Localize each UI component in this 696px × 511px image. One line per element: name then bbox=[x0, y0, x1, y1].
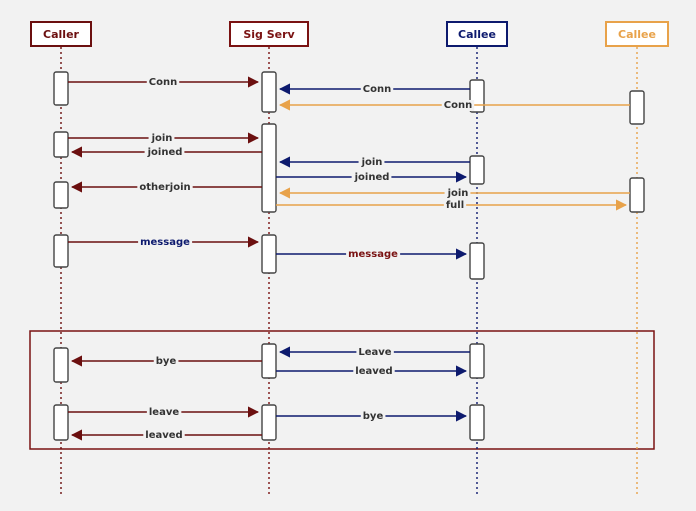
message-arrow: leaved bbox=[276, 365, 468, 377]
label-background bbox=[144, 147, 185, 158]
activation-sigserv bbox=[261, 404, 277, 441]
activation-caller bbox=[53, 71, 69, 106]
participant-box bbox=[30, 21, 92, 47]
label-background bbox=[441, 100, 475, 111]
label-background bbox=[346, 249, 401, 260]
message-arrow: joined bbox=[276, 171, 468, 183]
message-label: join bbox=[447, 188, 469, 199]
label-background bbox=[143, 430, 185, 441]
activation-callee2 bbox=[629, 177, 645, 213]
message-label: leaved bbox=[145, 430, 182, 441]
message-label: join bbox=[151, 133, 173, 144]
participant-label: Sig Serv bbox=[243, 28, 295, 41]
label-background bbox=[137, 182, 193, 193]
message-arrow: Conn bbox=[278, 99, 630, 111]
message-arrow: message bbox=[276, 248, 468, 260]
activation-bars bbox=[53, 71, 645, 441]
label-background bbox=[148, 133, 175, 144]
label-background bbox=[358, 157, 385, 168]
activation-sigserv bbox=[261, 123, 277, 213]
message-label: Conn bbox=[363, 84, 391, 95]
activation-caller bbox=[53, 404, 69, 441]
message-label: joined bbox=[147, 147, 183, 158]
participant-caller: Caller bbox=[30, 21, 92, 47]
participant-box bbox=[229, 21, 309, 47]
message-label: Leave bbox=[358, 347, 391, 358]
message-label: Conn bbox=[444, 100, 472, 111]
message-label: leave bbox=[149, 407, 179, 418]
message-arrow: bye bbox=[276, 410, 468, 422]
message-label: Conn bbox=[149, 77, 177, 88]
message-label: message bbox=[348, 249, 398, 260]
label-background bbox=[356, 347, 394, 358]
message-arrow: message bbox=[68, 236, 260, 248]
message-arrow: Conn bbox=[68, 76, 260, 88]
participant-box bbox=[446, 21, 508, 47]
participant-label: Callee bbox=[618, 28, 656, 41]
activation-caller bbox=[53, 347, 69, 383]
message-arrow: join bbox=[278, 156, 470, 168]
activation-caller bbox=[53, 181, 69, 209]
message-label: joined bbox=[354, 172, 390, 183]
activation-caller bbox=[53, 131, 69, 158]
label-background bbox=[146, 407, 182, 418]
message-arrow: full bbox=[276, 199, 628, 211]
messages: Conn Conn Conn join joined join joined o… bbox=[68, 76, 630, 441]
activation-sigserv bbox=[261, 343, 277, 379]
participant-callee: Callee bbox=[446, 21, 508, 47]
group-frame bbox=[29, 330, 655, 450]
message-arrow: Conn bbox=[278, 83, 470, 95]
message-arrow: join bbox=[68, 132, 260, 144]
activation-callee2 bbox=[629, 90, 645, 125]
label-background bbox=[360, 411, 386, 422]
message-label: leaved bbox=[355, 366, 392, 377]
label-background bbox=[351, 172, 392, 183]
message-label: bye bbox=[156, 356, 177, 367]
message-label: otherjoin bbox=[139, 182, 190, 193]
participant-callee2: Callee bbox=[605, 21, 669, 47]
message-label: message bbox=[140, 237, 190, 248]
message-arrow: leaved bbox=[70, 429, 262, 441]
label-background bbox=[146, 77, 180, 88]
label-background bbox=[360, 84, 394, 95]
participant-label: Caller bbox=[43, 28, 79, 41]
activation-caller bbox=[53, 234, 69, 268]
lifelines bbox=[60, 47, 638, 495]
message-label: bye bbox=[363, 411, 384, 422]
message-arrow: joined bbox=[70, 146, 262, 158]
activation-sigserv bbox=[261, 234, 277, 274]
activation-callee bbox=[469, 343, 485, 379]
message-arrow: join bbox=[278, 187, 630, 199]
message-arrow: otherjoin bbox=[70, 181, 262, 193]
activation-callee bbox=[469, 155, 485, 185]
label-background bbox=[443, 200, 467, 211]
label-background bbox=[138, 237, 193, 248]
participant-label: Callee bbox=[458, 28, 496, 41]
activation-callee bbox=[469, 404, 485, 441]
activation-callee bbox=[469, 242, 485, 280]
participant-box bbox=[605, 21, 669, 47]
label-background bbox=[153, 356, 179, 367]
message-arrow: Leave bbox=[278, 346, 470, 358]
message-label: full bbox=[446, 200, 464, 211]
label-background bbox=[353, 366, 395, 377]
participant-sigserv: Sig Serv bbox=[229, 21, 309, 47]
message-arrow: bye bbox=[70, 355, 262, 367]
activation-sigserv bbox=[261, 71, 277, 113]
label-background bbox=[444, 188, 471, 199]
message-arrow: leave bbox=[68, 406, 260, 418]
message-label: join bbox=[361, 157, 383, 168]
